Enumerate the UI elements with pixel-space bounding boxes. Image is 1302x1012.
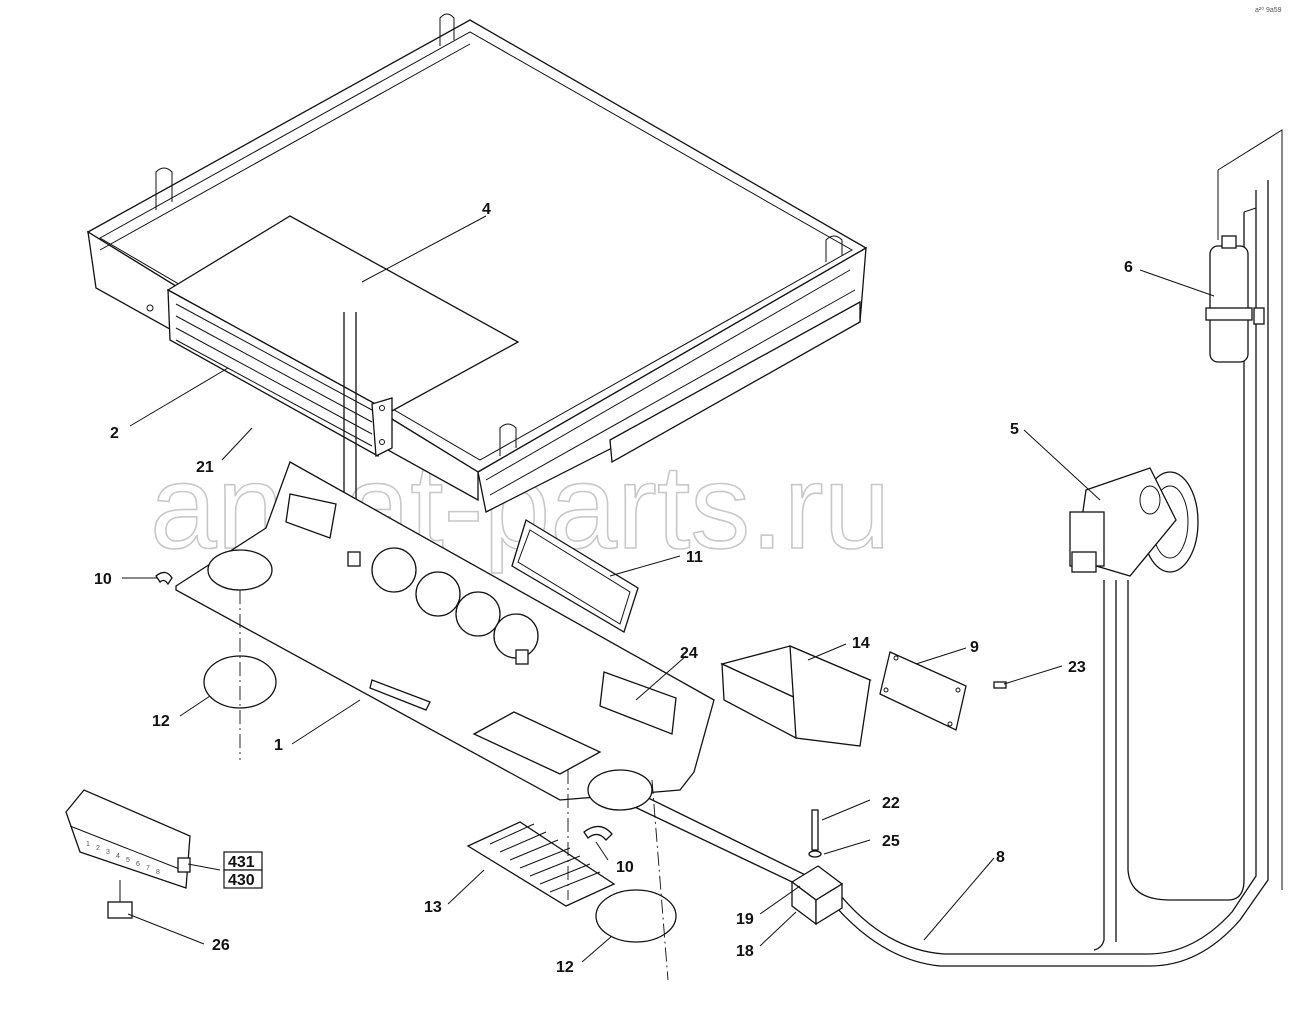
callout-14: 14 (852, 635, 870, 652)
compressor (1069, 467, 1199, 577)
fuse-number: 2 (96, 845, 100, 852)
fuse-number: 5 (126, 857, 130, 864)
callout-2: 2 (110, 425, 119, 442)
ref-boxes: 431 430 (223, 851, 263, 889)
callout-10-left: 10 (94, 571, 112, 588)
roof-frame (86, 13, 868, 513)
screw-23 (993, 681, 1007, 689)
callout-19: 19 (736, 911, 754, 928)
callout-11: 11 (686, 549, 703, 566)
leaders (122, 215, 1215, 963)
fuse-number: 7 (146, 865, 150, 872)
callout-5: 5 (1010, 421, 1019, 438)
clip-10-right (583, 825, 613, 841)
callout-12-lower: 12 (556, 959, 574, 976)
gasket-12-lower (595, 889, 677, 943)
callout-1: 1 (274, 737, 283, 754)
ref-box-431: 431 (228, 854, 255, 871)
fuse-number: 8 (156, 869, 160, 876)
fuse-26 (107, 880, 133, 919)
callout-22: 22 (882, 795, 900, 812)
grille-13 (466, 821, 616, 907)
valve-block (790, 809, 844, 926)
filter-11 (511, 519, 639, 633)
callout-4: 4 (482, 201, 491, 218)
callout-24: 24 (680, 645, 698, 662)
fuse-number: 3 (106, 849, 110, 856)
callout-21: 21 (196, 459, 214, 476)
fuse-number: 1 (86, 841, 90, 848)
callout-8: 8 (996, 849, 1005, 866)
duct-14 (720, 644, 872, 747)
fuse-box (65, 789, 191, 889)
callout-12-upper: 12 (152, 713, 170, 730)
clip-10-left (155, 571, 173, 586)
corner-stamp: a²⁰ 9a59 (1255, 6, 1282, 14)
callout-13: 13 (424, 899, 442, 916)
callout-23: 23 (1068, 659, 1086, 676)
plate-9 (879, 651, 967, 731)
callouts: 2 4 21 10 11 12 1 24 14 9 23 6 5 8 22 25… (94, 201, 1133, 976)
main-panel (175, 461, 715, 811)
fuse-number: 4 (116, 853, 120, 860)
callout-9: 9 (970, 639, 979, 656)
fuse-number: 6 (136, 861, 140, 868)
evaporator-unit (166, 215, 520, 458)
callout-10-right: 10 (616, 859, 634, 876)
ref-box-430: 430 (228, 872, 255, 889)
fuse-numbers: 1 2 3 4 5 6 7 8 (86, 841, 160, 876)
callout-26: 26 (212, 937, 230, 954)
callout-25: 25 (882, 833, 900, 850)
callout-6: 6 (1124, 259, 1133, 276)
callout-18: 18 (736, 943, 754, 960)
receiver-drier (1205, 129, 1283, 890)
